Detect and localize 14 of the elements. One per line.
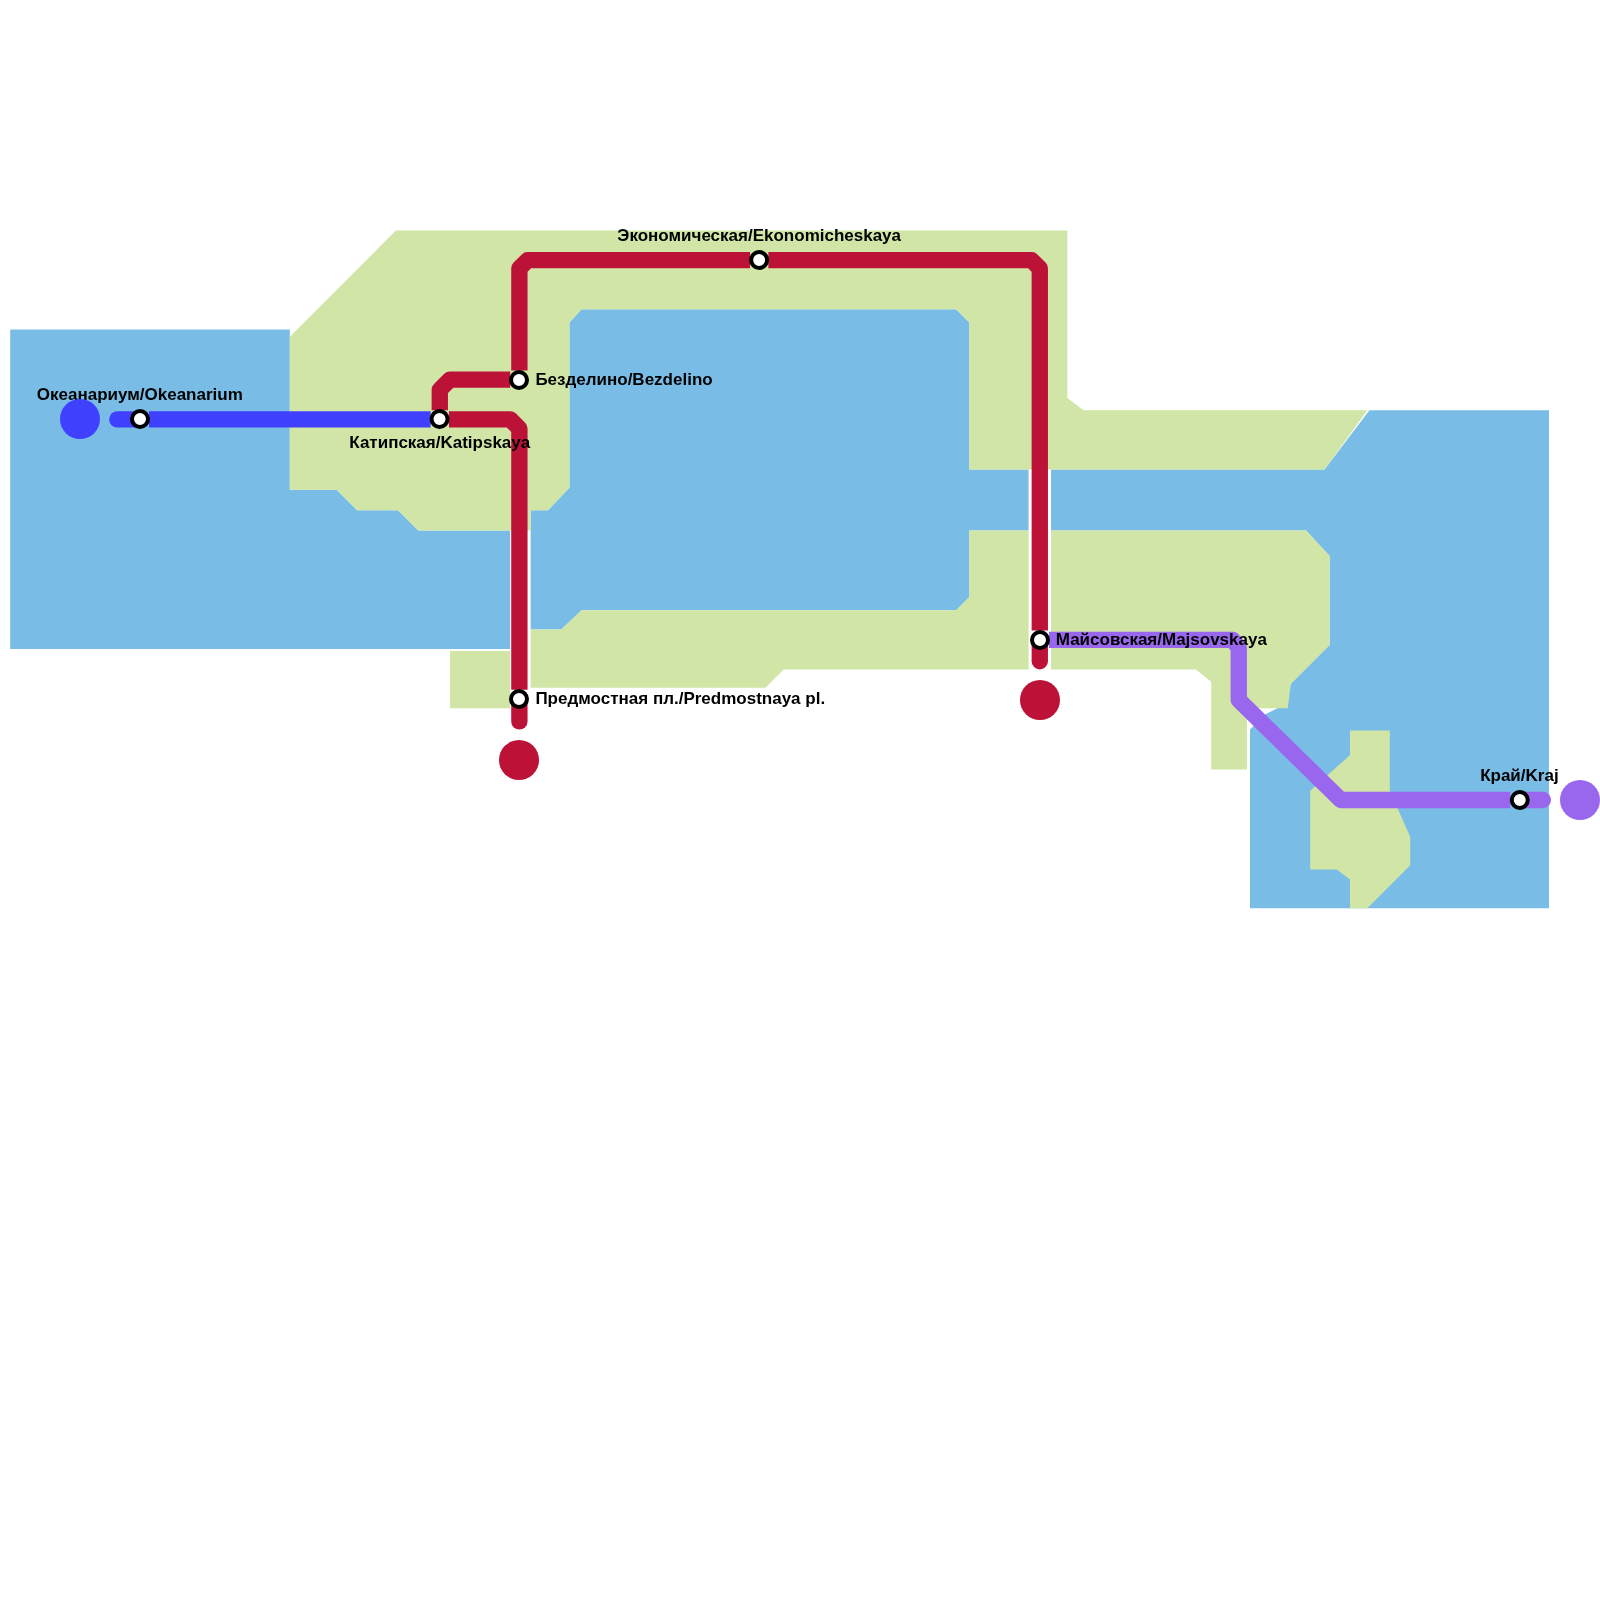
metro-line	[149, 411, 431, 428]
metro-line	[511, 252, 750, 371]
metro-line	[1049, 631, 1511, 809]
metro-line	[431, 371, 511, 411]
station-name: Океанариум/Okeanarium	[36, 385, 243, 406]
terminus-circle	[499, 740, 540, 781]
station-name: Майсовская/Majsovskaya	[1055, 629, 1267, 650]
terminus-circle	[1559, 780, 1600, 820]
station-name: Безделино/Bezdelino	[535, 369, 713, 390]
metro-line	[449, 411, 528, 690]
station-name: Экономическая/Ekonomicheskaya	[617, 226, 902, 247]
station-name: Предмостная пл./Predmostnaya pl.	[535, 688, 826, 709]
metro-line	[768, 252, 1048, 631]
terminus-circle	[1019, 680, 1060, 720]
